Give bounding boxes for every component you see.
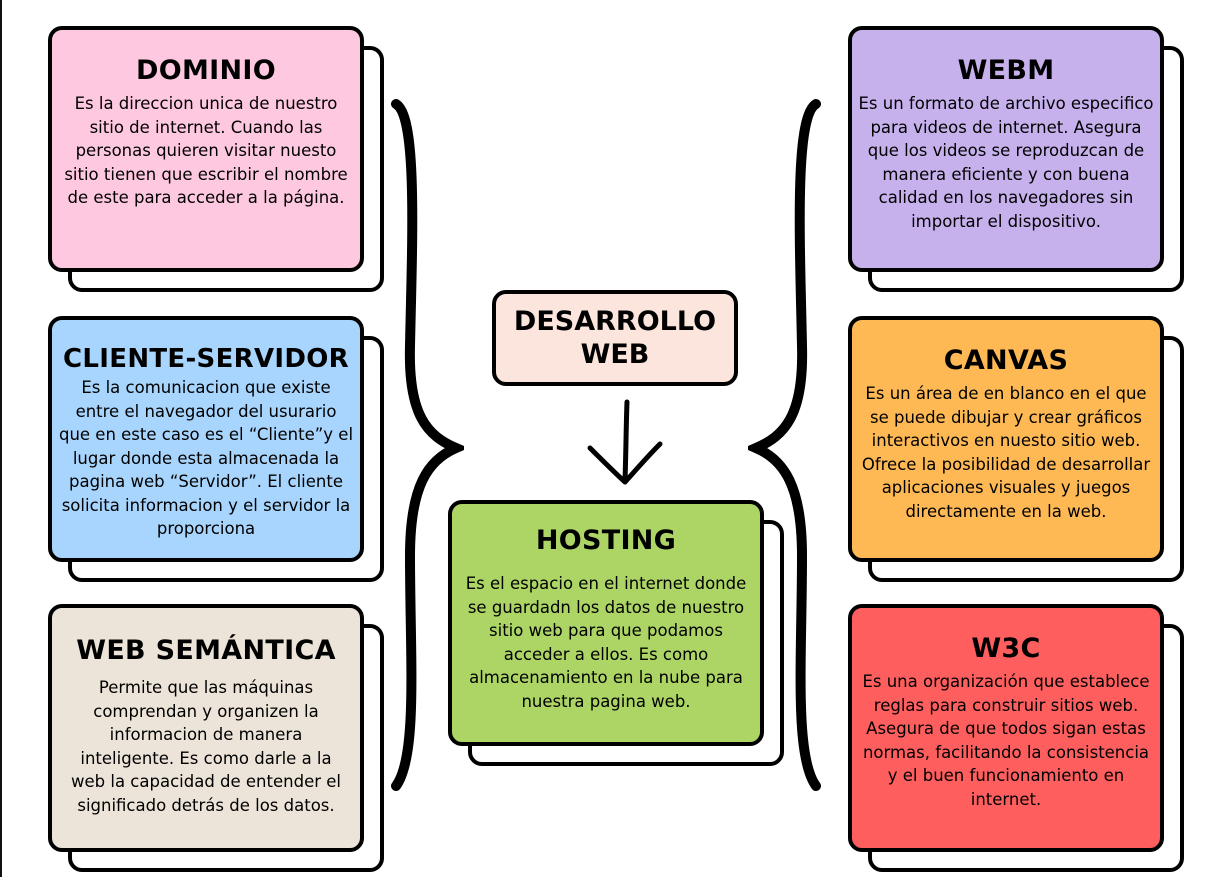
card-body: Es la comunicacion que existe entre el n…	[58, 378, 354, 538]
card-dominio: DOMINIO Es la direccion unica de nuestro…	[48, 26, 384, 292]
down-arrow-icon	[587, 399, 663, 485]
card-face: DOMINIO Es la direccion unica de nuestro…	[48, 26, 364, 272]
page-left-border	[0, 0, 2, 877]
card-face: CLIENTE-SERVIDOR Es la comunicacion que …	[48, 316, 364, 562]
card-body: Permite que las máquinas comprendan y or…	[71, 678, 341, 815]
card-face: CANVAS Es un área de en blanco en el que…	[848, 316, 1164, 562]
card-title: DOMINIO	[136, 55, 276, 86]
card-body: Es un área de en blanco en el que se pue…	[861, 384, 1151, 521]
card-face: WEBM Es un formato de archivo especifico…	[848, 26, 1164, 272]
center-title: DESARROLLO WEB	[513, 306, 717, 370]
card-body: Es un formato de archivo especifico para…	[858, 94, 1154, 231]
left-brace	[391, 99, 464, 791]
card-title: W3C	[971, 633, 1041, 664]
card-body: Es el espacio en el internet donde se gu…	[465, 574, 747, 711]
card-canvas: CANVAS Es un área de en blanco en el que…	[848, 316, 1184, 582]
center-title-box: DESARROLLO WEB	[492, 290, 738, 386]
card-face: W3C Es una organización que establece re…	[848, 604, 1164, 852]
card-title: HOSTING	[535, 525, 677, 556]
card-title: CANVAS	[943, 345, 1069, 376]
card-web-semantica: WEB SEMÁNTICA Permite que las máquinas c…	[48, 604, 384, 872]
card-webm: WEBM Es un formato de archivo especifico…	[848, 26, 1184, 292]
card-cliente-servidor: CLIENTE-SERVIDOR Es la comunicacion que …	[48, 316, 384, 582]
card-title: WEBM	[957, 55, 1055, 86]
card-face: WEB SEMÁNTICA Permite que las máquinas c…	[48, 604, 364, 852]
card-body: Es la direccion unica de nuestro sitio d…	[64, 94, 348, 207]
right-brace	[748, 99, 821, 791]
card-w3c: W3C Es una organización que establece re…	[848, 604, 1184, 872]
card-title: CLIENTE-SERVIDOR	[63, 344, 349, 374]
card-hosting: HOSTING Es el espacio en el internet don…	[448, 500, 784, 766]
card-body: Es una organización que establece reglas…	[862, 672, 1150, 809]
card-title: WEB SEMÁNTICA	[76, 635, 336, 666]
card-face: HOSTING Es el espacio en el internet don…	[448, 500, 764, 746]
